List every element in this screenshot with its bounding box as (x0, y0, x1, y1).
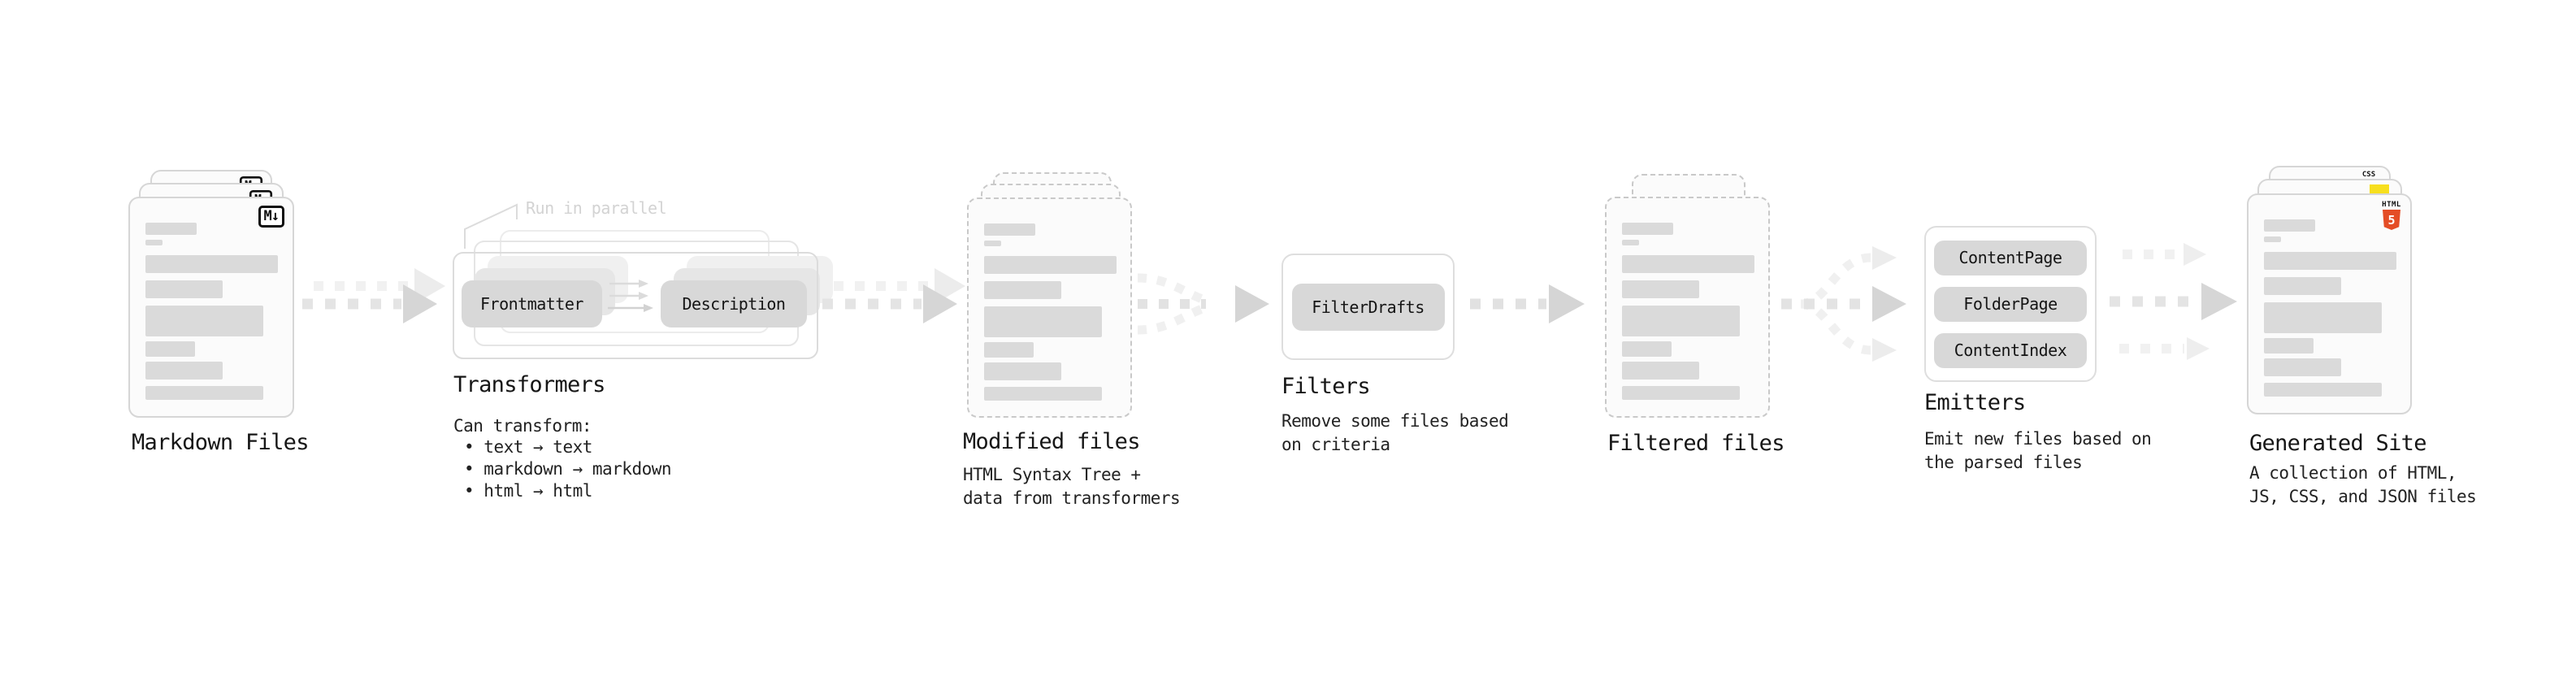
emitters-box: ContentPage FolderPage ContentIndex (1924, 226, 2097, 382)
generated-doc-html: HTML 5 (2247, 193, 2412, 414)
contentindex-pill: ContentIndex (1934, 332, 2087, 368)
document-text-placeholder (984, 199, 1119, 416)
placeholder-bar (1622, 341, 1672, 357)
modified-files-label: Modified files (963, 429, 1140, 454)
filters-label: Filters (1281, 374, 1371, 399)
stage-emitters: ContentPage FolderPage ContentIndex Emit… (1924, 226, 2152, 486)
description-line: Remove some files based (1281, 411, 1509, 431)
placeholder-bar (1622, 255, 1754, 273)
placeholder-bar (145, 223, 197, 235)
placeholder-bar (984, 241, 1001, 246)
stage-transformers: Run in parallel Frontmatter Description … (453, 198, 835, 523)
filters-description: Remove some files based on criteria (1281, 410, 1509, 457)
placeholder-bar (145, 240, 163, 245)
frontmatter-pill: Frontmatter (462, 280, 602, 327)
description-line: A collection of HTML, (2249, 463, 2457, 483)
stage-modified-files: Modified files HTML Syntax Tree + data f… (963, 171, 1181, 528)
generated-site-description: A collection of HTML, JS, CSS, and JSON … (2249, 462, 2477, 509)
description-line: data from transformers (963, 488, 1181, 508)
stage-filters: FilterDrafts Filters Remove some files b… (1281, 254, 1509, 481)
js-icon (2370, 184, 2389, 195)
document-text-placeholder (2264, 195, 2399, 413)
filters-box: FilterDrafts (1281, 254, 1455, 360)
placeholder-bar (2264, 236, 2281, 242)
stage-markdown-files: M↓ M↓ M↓ Markdown Files (128, 168, 323, 477)
filtered-files-label: Filtered files (1607, 431, 1785, 456)
description-line: on criteria (1281, 435, 1390, 454)
placeholder-bar (145, 255, 278, 273)
modified-doc-front (967, 197, 1132, 418)
placeholder-bar (2264, 277, 2341, 295)
markdown-doc-front: M↓ (128, 197, 294, 418)
description-line: Emit new files based on (1924, 429, 2152, 449)
markdown-files-label: Markdown Files (132, 430, 309, 455)
run-in-parallel-annotation: Run in parallel (526, 198, 667, 218)
placeholder-bar (2264, 219, 2315, 232)
placeholder-bar (2264, 358, 2341, 376)
list-item: text → text (464, 436, 671, 458)
emitters-description: Emit new files based on the parsed files (1924, 427, 2152, 475)
description-line: HTML Syntax Tree + (963, 465, 1141, 484)
placeholder-bar (145, 341, 195, 357)
filtered-doc-front (1605, 197, 1770, 418)
html5-icon: HTML 5 (2381, 201, 2402, 230)
emitters-label: Emitters (1924, 390, 2026, 415)
placeholder-bar (145, 280, 223, 298)
flow-arrow-markdown-to-transformers (302, 268, 445, 323)
flow-arrow-transformers-to-modified (822, 268, 965, 323)
description-line: the parsed files (1924, 453, 2083, 472)
transformers-label: Transformers (453, 372, 605, 397)
annotation-leader-line (464, 203, 518, 249)
placeholder-bar (2264, 338, 2314, 354)
folderpage-pill: FolderPage (1934, 286, 2087, 322)
placeholder-bar (984, 342, 1034, 358)
placeholder-bar (984, 281, 1061, 299)
placeholder-bar (1622, 280, 1699, 298)
merge-arrow-modified-to-filters (1137, 273, 1269, 335)
transformer-box-front (453, 252, 818, 359)
placeholder-bar (2264, 252, 2396, 270)
placeholder-bar (984, 387, 1102, 401)
placeholder-bar (1622, 306, 1740, 336)
transformers-capabilities-list: text → text markdown → markdown html → h… (464, 436, 671, 502)
generated-site-label: Generated Site (2249, 431, 2426, 456)
html5-number: 5 (2387, 212, 2396, 228)
stage-generated-site: CSS HTML 5 Generated Site A collection o… (2247, 166, 2477, 523)
transformers-description-title: Can transform: (453, 416, 592, 436)
markdown-icon: M↓ (258, 206, 284, 228)
placeholder-bar (1622, 240, 1639, 245)
placeholder-bar (984, 306, 1102, 337)
placeholder-bar (1622, 386, 1740, 400)
placeholder-bar (2264, 302, 2382, 333)
placeholder-bar (2264, 383, 2382, 397)
split-arrow-filtered-to-emitters (1781, 246, 1906, 362)
filterdrafts-pill: FilterDrafts (1291, 283, 1445, 331)
list-item: html → html (464, 480, 671, 502)
placeholder-bar (145, 386, 263, 400)
css-badge-label: CSS (2361, 171, 2376, 179)
flow-arrow-filters-to-filtered (1470, 284, 1585, 323)
parallel-arrows-icon (608, 280, 653, 312)
placeholder-bar (1622, 223, 1673, 235)
placeholder-bar (984, 256, 1117, 274)
stage-filtered-files: Filtered files (1605, 174, 1808, 531)
placeholder-bar (145, 306, 263, 336)
placeholder-bar (145, 362, 223, 380)
document-text-placeholder (1622, 198, 1757, 416)
placeholder-bar (1622, 362, 1699, 380)
description-line: JS, CSS, and JSON files (2249, 487, 2477, 506)
document-text-placeholder (145, 198, 281, 416)
modified-files-description: HTML Syntax Tree + data from transformer… (963, 463, 1181, 510)
description-pill: Description (661, 280, 807, 327)
html5-word: HTML (2382, 201, 2401, 209)
triple-arrow-emitters-to-generated (2110, 243, 2237, 360)
placeholder-bar (984, 362, 1061, 380)
list-item: markdown → markdown (464, 458, 671, 480)
placeholder-bar (984, 223, 1035, 236)
contentpage-pill: ContentPage (1934, 240, 2087, 275)
